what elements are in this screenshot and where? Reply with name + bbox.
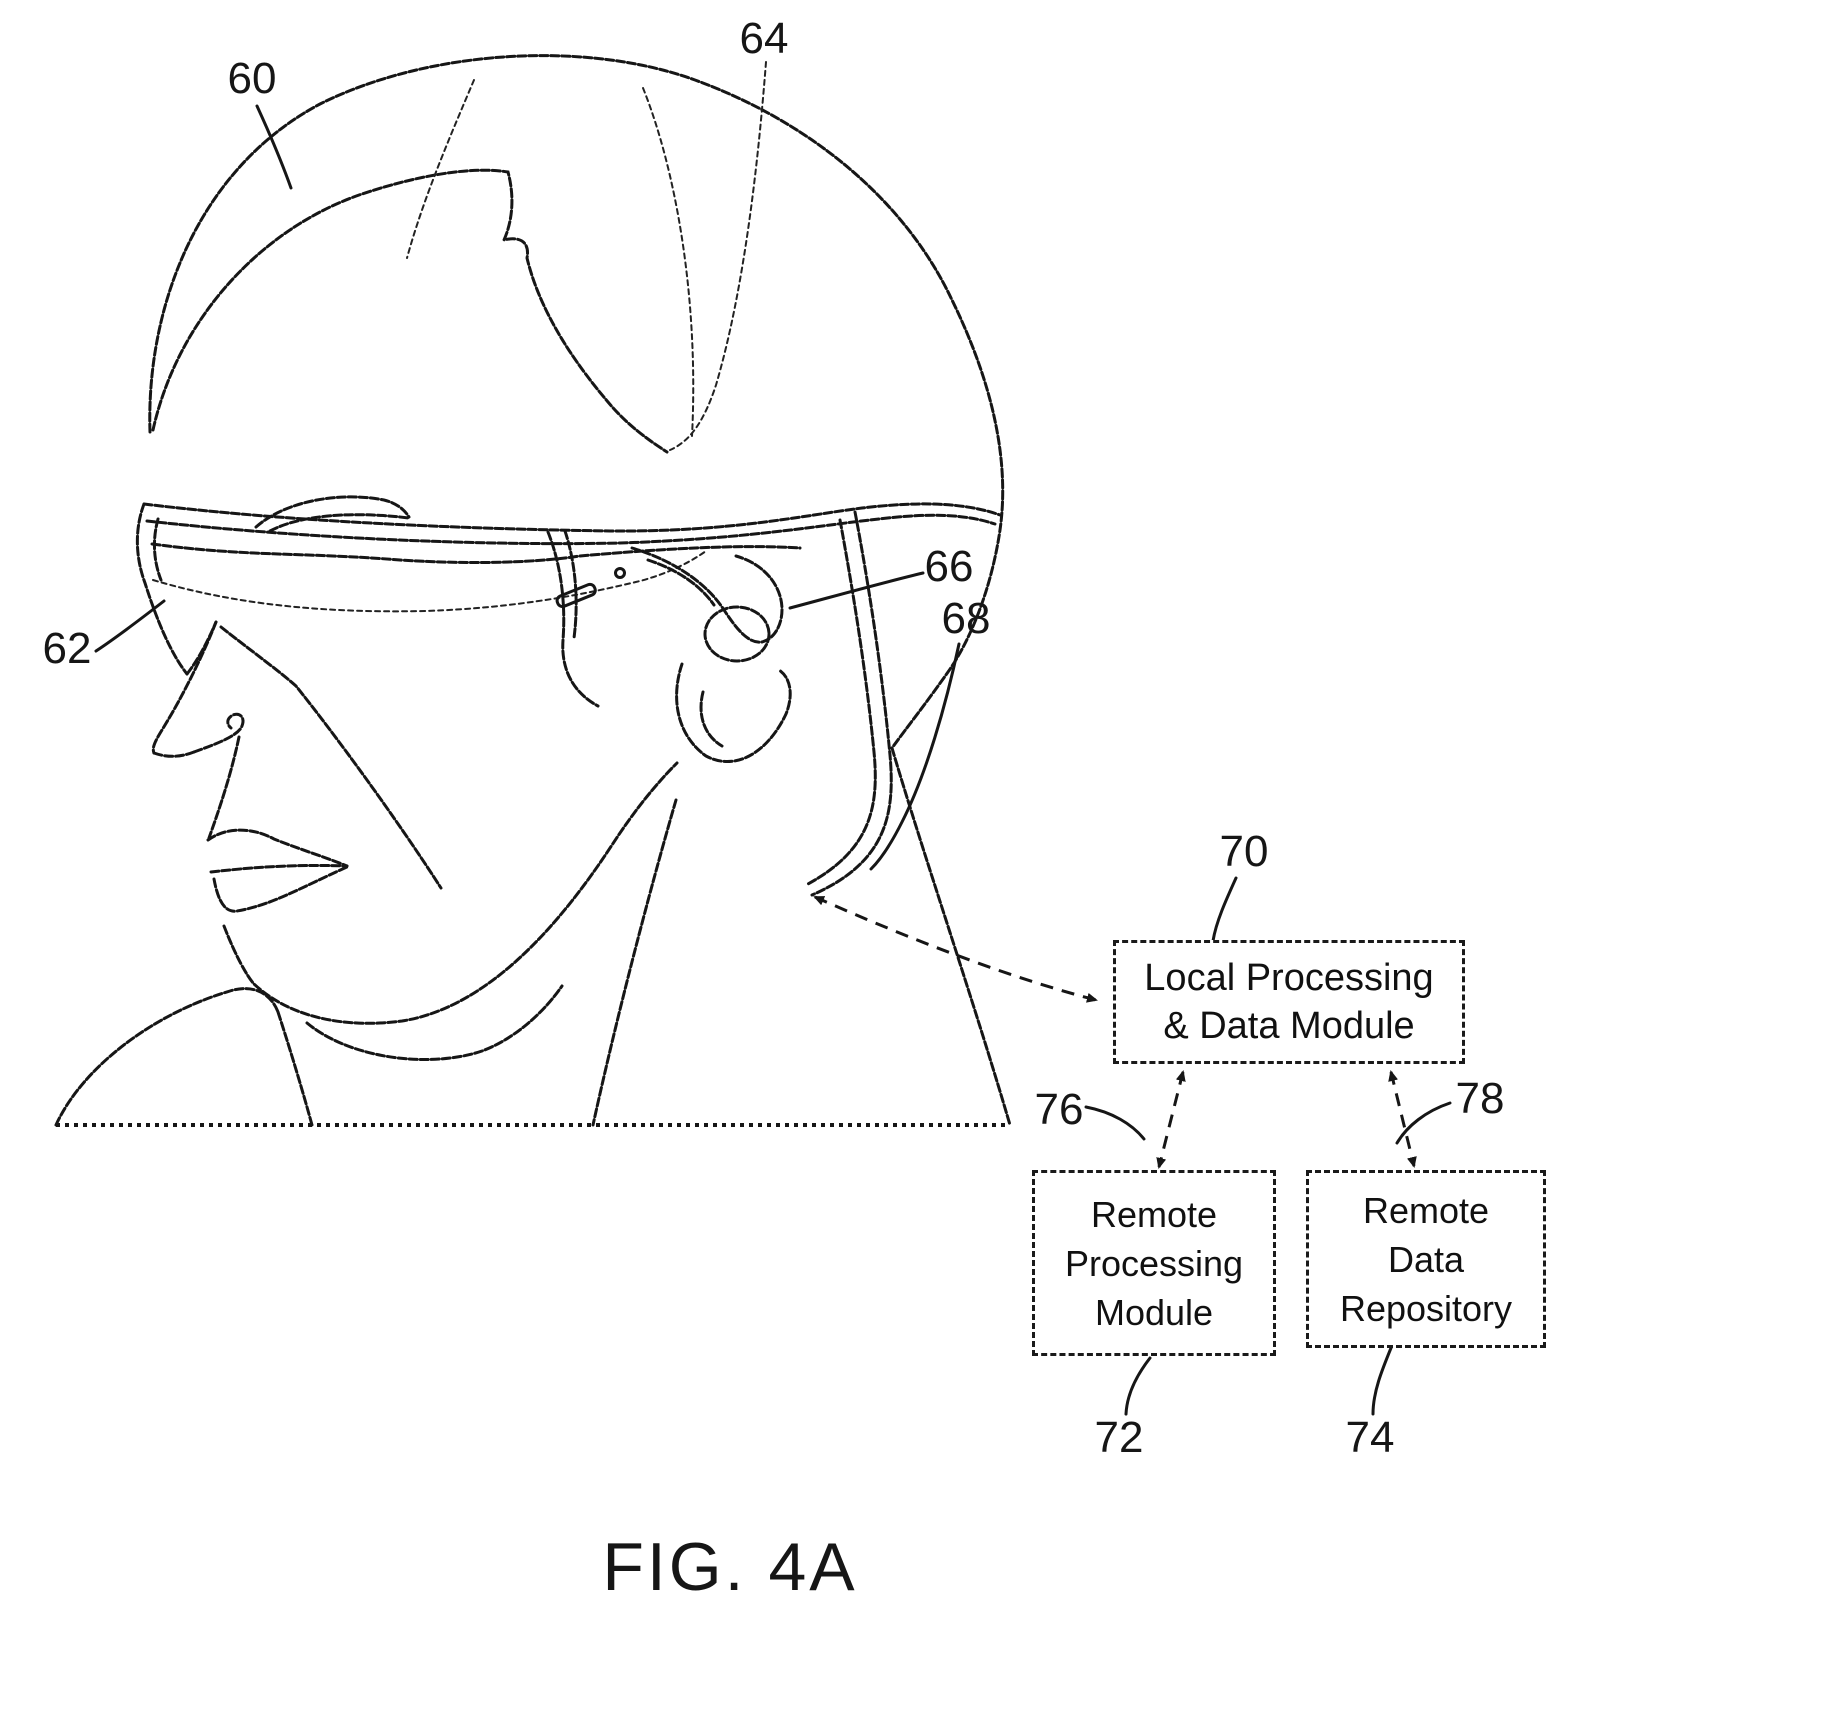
cable-to-local-module-arrow bbox=[813, 895, 1098, 1003]
temple-hook-outer bbox=[630, 546, 784, 644]
visor-endcap-inner bbox=[152, 517, 163, 582]
temple-sensor-mark bbox=[555, 582, 597, 609]
leader-60 bbox=[255, 104, 293, 190]
ref-74: 74 bbox=[1346, 1413, 1395, 1462]
leader-74 bbox=[1371, 1346, 1393, 1416]
neck-back-line bbox=[591, 798, 678, 1127]
box-label-line: Module bbox=[1094, 1291, 1214, 1333]
reference-numerals: 60 62 64 66 68 70 72 74 76 78 bbox=[43, 14, 1505, 1462]
visor-band-mid-edge bbox=[145, 513, 997, 546]
collar-line bbox=[305, 984, 564, 1061]
link-76-arrow bbox=[1156, 1070, 1186, 1169]
temple-sensor-dot bbox=[614, 567, 626, 579]
remote-data-repository-box: Remote Data Repository bbox=[1306, 1170, 1546, 1348]
lens-bottom-edge bbox=[152, 550, 707, 613]
hair-part-line-left bbox=[406, 79, 475, 259]
ref-66: 66 bbox=[925, 542, 974, 591]
leader-66 bbox=[788, 571, 925, 610]
visor-band-top-edge bbox=[142, 502, 1002, 533]
cheek-line bbox=[219, 625, 443, 890]
box-label-line: Remote bbox=[1362, 1189, 1490, 1231]
lower-lip bbox=[212, 865, 349, 913]
nostril bbox=[192, 712, 245, 754]
box-label-line: Repository bbox=[1339, 1287, 1513, 1329]
box-label-line: & Data Module bbox=[1163, 1005, 1415, 1047]
leader-62 bbox=[94, 599, 166, 653]
leader-72 bbox=[1124, 1356, 1152, 1416]
hinge-line-a bbox=[546, 530, 600, 708]
ref-70: 70 bbox=[1220, 827, 1269, 876]
ref-62: 62 bbox=[43, 624, 92, 673]
cable-outer-line bbox=[810, 510, 893, 897]
local-processing-data-module-box: Local Processing & Data Module bbox=[1113, 940, 1465, 1064]
box-label-line: Processing bbox=[1064, 1242, 1244, 1284]
temple-hook-inner bbox=[646, 558, 716, 607]
nose-bottom bbox=[152, 750, 196, 758]
ear-inner-line bbox=[699, 690, 724, 748]
ear-outline bbox=[675, 662, 792, 763]
ref-76: 76 bbox=[1035, 1085, 1084, 1134]
ref-64: 64 bbox=[740, 14, 789, 63]
wearable-display-glasses bbox=[135, 502, 1002, 897]
box-label-line: Local Processing bbox=[1144, 957, 1434, 999]
leader-68 bbox=[869, 642, 961, 871]
box-label-line: Data bbox=[1387, 1238, 1465, 1280]
philtrum bbox=[207, 735, 241, 840]
hairline bbox=[151, 168, 669, 454]
lens-tip bbox=[185, 620, 218, 676]
leader-76 bbox=[1084, 1105, 1146, 1141]
eyebrow bbox=[254, 495, 411, 529]
ref-72: 72 bbox=[1095, 1413, 1144, 1462]
head-figure bbox=[54, 54, 1012, 1127]
ref-60: 60 bbox=[228, 54, 277, 103]
ref-78: 78 bbox=[1456, 1074, 1505, 1123]
ref-68: 68 bbox=[942, 594, 991, 643]
mouth-line bbox=[209, 863, 349, 874]
leader-70 bbox=[1211, 876, 1238, 943]
head-outline bbox=[148, 54, 1005, 750]
neck-front-line bbox=[276, 1010, 314, 1127]
link-78-arrow bbox=[1388, 1070, 1417, 1168]
speaker-earpiece bbox=[703, 605, 771, 663]
hair-part-line-right bbox=[642, 87, 695, 437]
shoulder-left-line bbox=[54, 987, 280, 1127]
visor-band-bottom-edge bbox=[150, 542, 802, 565]
box-label-line: Remote bbox=[1090, 1193, 1218, 1235]
remote-processing-module-box: Remote Processing Module bbox=[1032, 1170, 1276, 1356]
chin-jaw-line bbox=[222, 761, 679, 1025]
connection-arrows bbox=[813, 895, 1417, 1169]
eyebrow-inner bbox=[268, 513, 411, 533]
upper-lip bbox=[206, 828, 349, 868]
figure-caption: FIG. 4A bbox=[602, 1529, 858, 1605]
cable-inner-line bbox=[804, 518, 877, 887]
hinge-line-b bbox=[563, 529, 578, 640]
visor-endcap-outer bbox=[135, 502, 189, 676]
leader-64 bbox=[669, 61, 767, 451]
